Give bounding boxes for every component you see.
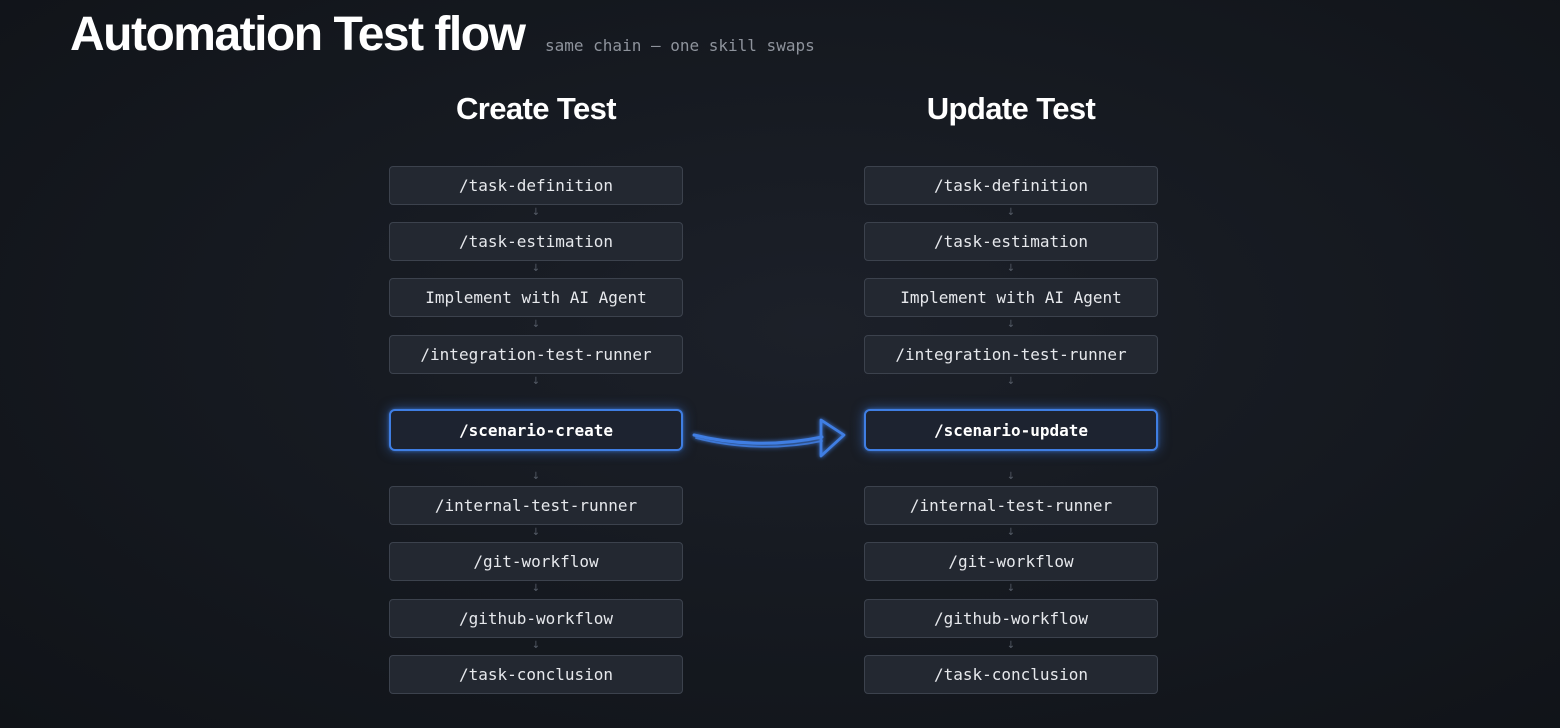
update-step-task-conclusion: /task-conclusion — [864, 655, 1158, 694]
update-step-scenario-update: /scenario-update — [864, 409, 1158, 451]
update-connector-arrow: ↓ — [1006, 207, 1016, 218]
page-title: Automation Test flow — [70, 8, 526, 61]
update-connector-arrow: ↓ — [1006, 319, 1016, 330]
create-step-implement-ai-agent: Implement with AI Agent — [389, 278, 683, 317]
update-connector-arrow: ↓ — [1006, 583, 1016, 594]
update-connector-arrow: ↓ — [1006, 471, 1016, 482]
update-step-github-workflow: /github-workflow — [864, 599, 1158, 638]
update-step-internal-test-runner: /internal-test-runner — [864, 486, 1158, 525]
create-connector-arrow: ↓ — [531, 583, 541, 594]
create-step-scenario-create: /scenario-create — [389, 409, 683, 451]
create-connector-arrow: ↓ — [531, 640, 541, 651]
page-subtitle: same chain — one skill swaps — [545, 36, 815, 55]
create-step-task-estimation: /task-estimation — [389, 222, 683, 261]
column-update-title: Update Test — [926, 91, 1096, 126]
update-step-implement-ai-agent: Implement with AI Agent — [864, 278, 1158, 317]
column-create-title: Create Test — [456, 91, 617, 126]
create-connector-arrow: ↓ — [531, 207, 541, 218]
create-connector-arrow: ↓ — [531, 376, 541, 387]
update-step-task-estimation: /task-estimation — [864, 222, 1158, 261]
create-step-git-workflow: /git-workflow — [389, 542, 683, 581]
update-step-task-definition: /task-definition — [864, 166, 1158, 205]
update-connector-arrow: ↓ — [1006, 640, 1016, 651]
create-step-integration-test-runner: /integration-test-runner — [389, 335, 683, 374]
create-step-task-definition: /task-definition — [389, 166, 683, 205]
create-connector-arrow: ↓ — [531, 527, 541, 538]
update-step-integration-test-runner: /integration-test-runner — [864, 335, 1158, 374]
update-connector-arrow: ↓ — [1006, 263, 1016, 274]
create-step-internal-test-runner: /internal-test-runner — [389, 486, 683, 525]
update-step-git-workflow: /git-workflow — [864, 542, 1158, 581]
create-step-github-workflow: /github-workflow — [389, 599, 683, 638]
create-connector-arrow: ↓ — [531, 471, 541, 482]
swap-arrow-icon — [692, 418, 846, 458]
update-connector-arrow: ↓ — [1006, 527, 1016, 538]
create-connector-arrow: ↓ — [531, 319, 541, 330]
create-connector-arrow: ↓ — [531, 263, 541, 274]
update-connector-arrow: ↓ — [1006, 376, 1016, 387]
create-step-task-conclusion: /task-conclusion — [389, 655, 683, 694]
